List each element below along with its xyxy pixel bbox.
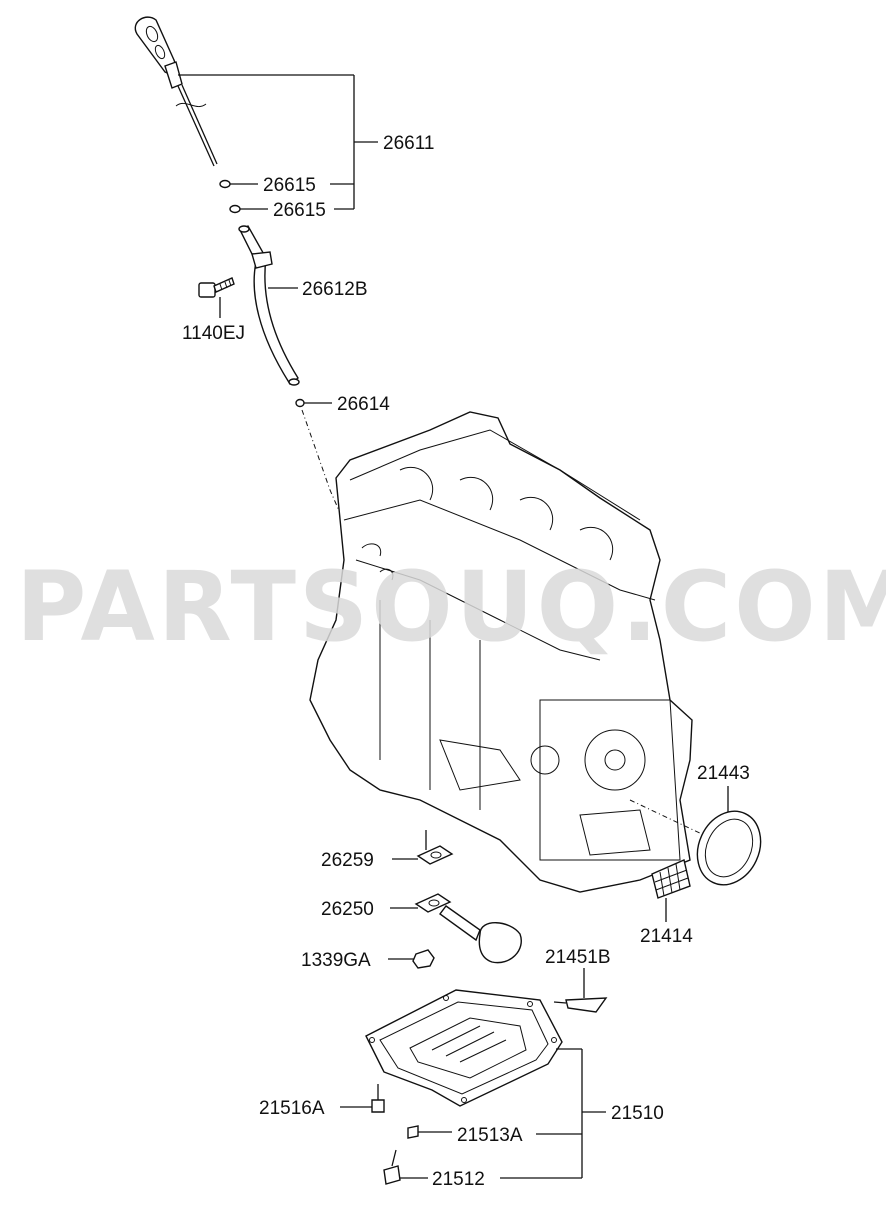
o-ring-26615-upper[interactable] bbox=[219, 179, 231, 189]
seal-axis-line bbox=[629, 799, 707, 837]
rear-oil-seal-21443[interactable] bbox=[686, 801, 772, 895]
engine-block bbox=[309, 411, 693, 893]
nut-1339GA[interactable] bbox=[412, 949, 435, 969]
label-21414[interactable]: 21414 bbox=[640, 926, 693, 947]
sealant-21451B[interactable] bbox=[553, 997, 608, 1013]
label-21513A[interactable]: 21513A bbox=[457, 1125, 523, 1146]
label-26615-upper[interactable]: 26615 bbox=[263, 175, 316, 196]
gasket-26259[interactable] bbox=[416, 845, 454, 865]
guide-tube-26612B[interactable] bbox=[238, 225, 300, 386]
label-21443[interactable]: 21443 bbox=[697, 763, 750, 784]
label-26611[interactable]: 26611 bbox=[383, 133, 434, 154]
dipstick-26611[interactable] bbox=[134, 16, 218, 167]
label-1140EJ[interactable]: 1140EJ bbox=[182, 323, 245, 344]
label-1339GA[interactable]: 1339GA bbox=[301, 950, 371, 971]
label-21512[interactable]: 21512 bbox=[432, 1169, 485, 1190]
bolt-21516A[interactable] bbox=[371, 1084, 385, 1113]
label-26612B[interactable]: 26612B bbox=[302, 279, 368, 300]
drain-plug-21512[interactable] bbox=[383, 1149, 401, 1185]
o-ring-26615-lower[interactable] bbox=[229, 204, 241, 214]
oil-strainer-26250[interactable] bbox=[414, 893, 522, 964]
label-26250[interactable]: 26250 bbox=[321, 899, 374, 920]
label-26259[interactable]: 26259 bbox=[321, 850, 374, 871]
bolt-1140EJ[interactable] bbox=[198, 277, 235, 298]
oil-pan-21510[interactable] bbox=[365, 989, 563, 1107]
label-26615-lower[interactable]: 26615 bbox=[273, 200, 326, 221]
label-21451B[interactable]: 21451B bbox=[545, 947, 611, 968]
label-26614[interactable]: 26614 bbox=[337, 394, 390, 415]
label-21516A[interactable]: 21516A bbox=[259, 1098, 325, 1119]
gasket-21513A[interactable] bbox=[407, 1125, 419, 1139]
baffle-21414[interactable] bbox=[651, 859, 691, 899]
watermark: PARTSOUQ.COM bbox=[16, 551, 886, 663]
o-ring-26614[interactable] bbox=[295, 398, 305, 408]
label-21510[interactable]: 21510 bbox=[611, 1103, 664, 1124]
leader-lines bbox=[178, 74, 729, 1179]
